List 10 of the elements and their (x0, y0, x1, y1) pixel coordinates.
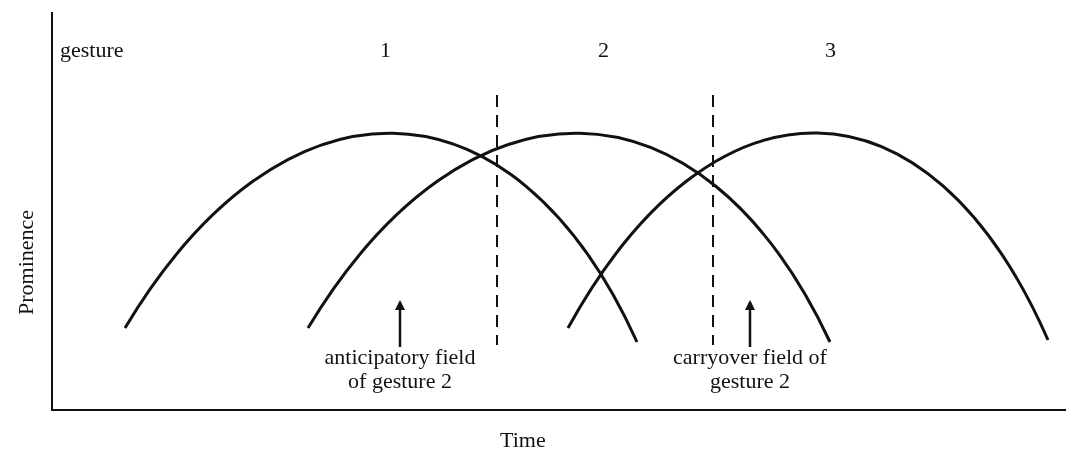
annotation-text: carryover field of gesture 2 (650, 345, 850, 393)
arrow (745, 300, 755, 347)
arrow (395, 300, 405, 347)
gesture-number: 3 (825, 38, 836, 62)
gesture-number: 1 (380, 38, 391, 62)
gesture-number: 2 (598, 38, 609, 62)
axis-title: Time (500, 428, 546, 452)
row-label: gesture (60, 38, 124, 62)
annotation-text: anticipatory field of gesture 2 (300, 345, 500, 393)
axis-title: Prominence (14, 209, 38, 315)
